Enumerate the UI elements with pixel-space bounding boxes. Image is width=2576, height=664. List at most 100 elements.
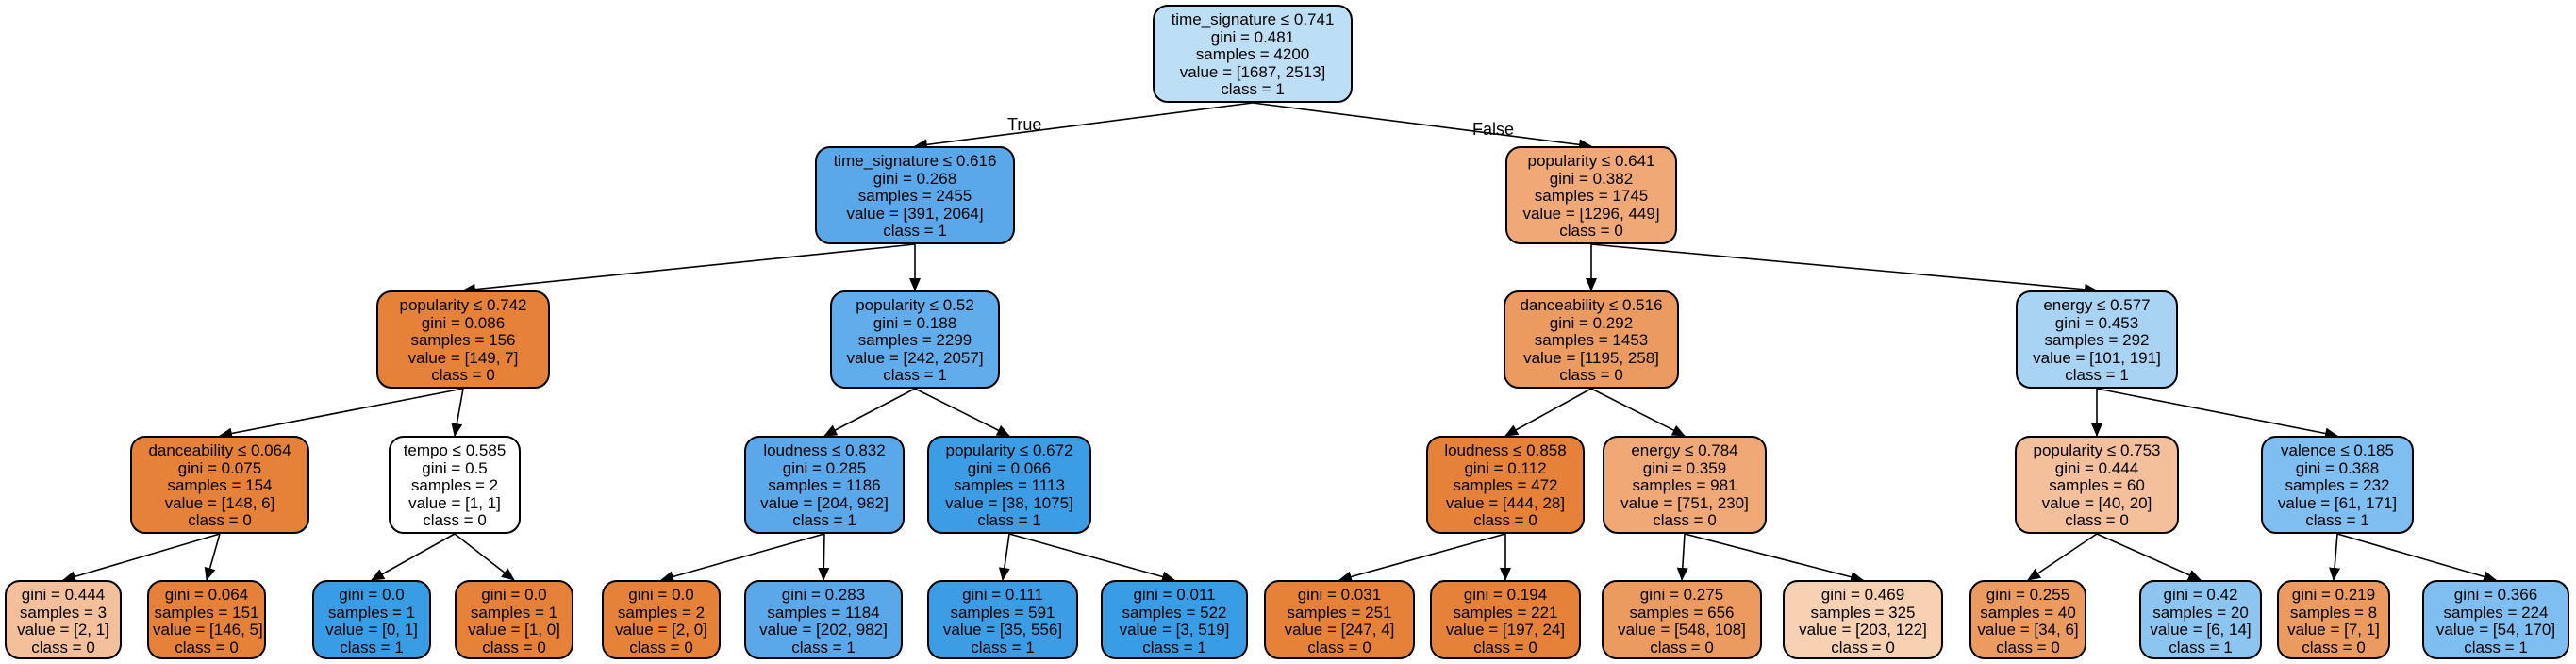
edge-arrow xyxy=(204,533,221,581)
edge-arrow xyxy=(998,533,1010,581)
node-text-line: class = 1 xyxy=(1221,80,1285,99)
edge-label-false: False xyxy=(1472,120,1515,139)
node-text-line: value = [40, 20] xyxy=(2041,493,2152,512)
edge-arrow xyxy=(2027,533,2098,581)
node-text-line: gini = 0.444 xyxy=(21,586,106,604)
node-text-line: class = 1 xyxy=(1142,638,1206,656)
node-text-line: samples = 1186 xyxy=(768,476,881,495)
node-text-line: class = 0 xyxy=(188,511,252,530)
node-text-line: valence ≤ 0.185 xyxy=(2281,441,2394,459)
node-text-line: class = 0 xyxy=(1307,638,1371,656)
node-text-line: energy ≤ 0.577 xyxy=(2043,296,2151,314)
node-text-line: value = [3, 519] xyxy=(1119,621,1230,639)
node-text-line: gini = 0.255 xyxy=(1986,586,2070,604)
node-text-line: samples = 60 xyxy=(2049,476,2145,495)
node-text-line: gini = 0.0 xyxy=(628,586,694,604)
node-text-line: value = [148, 6] xyxy=(164,493,275,512)
node-text-line: samples = 20 xyxy=(2152,603,2249,622)
node-text-line: class = 0 xyxy=(482,638,546,656)
node-text-line: danceability ≤ 0.516 xyxy=(1520,296,1663,314)
node-text-line: gini = 0.283 xyxy=(781,586,866,604)
node-text-line: class = 0 xyxy=(1650,638,1714,656)
node-text-line: popularity ≤ 0.641 xyxy=(1527,152,1655,170)
node-text-line: class = 1 xyxy=(977,511,1041,530)
node-text-line: class = 0 xyxy=(2302,638,2366,656)
node-text-line: time_signature ≤ 0.616 xyxy=(833,152,997,170)
node-text-line: gini = 0.066 xyxy=(967,458,1052,477)
node-text-line: value = [1296, 449] xyxy=(1522,204,1660,223)
node-text-line: class = 0 xyxy=(423,511,487,530)
edge-arrow xyxy=(62,533,221,583)
edge-arrow xyxy=(914,388,1010,437)
node-text-line: class = 0 xyxy=(175,638,239,656)
edge-arrow xyxy=(1590,388,1686,437)
node-text-line: samples = 591 xyxy=(950,603,1055,622)
node-text-line: value = [0, 1] xyxy=(325,621,418,639)
node-text-line: samples = 221 xyxy=(1453,603,1558,622)
node-text-line: class = 1 xyxy=(2305,511,2369,530)
node-text-line: samples = 232 xyxy=(2285,476,2390,495)
node-text-line: value = [1, 0] xyxy=(468,621,560,639)
node-text-line: samples = 151 xyxy=(154,603,259,622)
node-text-line: class = 1 xyxy=(340,638,404,656)
node-text-line: samples = 1184 xyxy=(767,603,880,622)
node-text-line: value = [247, 4] xyxy=(1284,621,1395,639)
node-text-line: value = [548, 108] xyxy=(1618,621,1746,639)
node-text-line: gini = 0.188 xyxy=(873,313,957,332)
edge-arrow xyxy=(2329,533,2341,581)
node-text-line: class = 1 xyxy=(883,222,947,241)
node-text-line: popularity ≤ 0.672 xyxy=(945,441,1073,459)
node-text-line: gini = 0.219 xyxy=(2291,586,2376,604)
node-text-line: value = [1687, 2513] xyxy=(1179,62,1326,81)
node-text-line: gini = 0.011 xyxy=(1133,586,1216,604)
node-text-line: class = 1 xyxy=(971,638,1035,656)
node-text-line: class = 1 xyxy=(2169,638,2233,656)
node-text-line: class = 1 xyxy=(2464,638,2528,656)
node-text-line: value = [203, 122] xyxy=(1799,621,1927,639)
node-text-line: gini = 0.111 xyxy=(962,586,1043,604)
node-text-line: class = 0 xyxy=(2065,511,2129,530)
node-text-line: gini = 0.194 xyxy=(1463,586,1548,604)
node-text-line: energy ≤ 0.784 xyxy=(1631,441,1738,459)
node-text-line: samples = 156 xyxy=(410,331,516,350)
node-text-line: gini = 0.275 xyxy=(1639,586,1724,604)
node-text-line: class = 1 xyxy=(883,366,947,385)
node-text-line: class = 1 xyxy=(792,511,856,530)
node-text-line: samples = 8 xyxy=(2289,603,2378,622)
node-text-line: value = [1195, 258] xyxy=(1523,348,1659,367)
node-text-line: samples = 154 xyxy=(167,476,273,495)
node-text-line: class = 0 xyxy=(1473,511,1537,530)
node-text-line: class = 0 xyxy=(629,638,693,656)
node-text-line: class = 0 xyxy=(1831,638,1895,656)
node-text-line: samples = 292 xyxy=(2044,331,2150,350)
node-text-line: class = 0 xyxy=(31,638,95,656)
node-text-line: class = 0 xyxy=(1473,638,1537,656)
node-text-line: gini = 0.0 xyxy=(481,586,547,604)
node-text-line: value = [202, 982] xyxy=(759,621,888,639)
node-text-line: gini = 0.382 xyxy=(1549,169,1634,188)
node-text-line: value = [197, 24] xyxy=(1445,621,1566,639)
node-text-line: gini = 0.444 xyxy=(2054,458,2139,477)
node-text-line: value = [7, 1] xyxy=(2287,621,2380,639)
node-text-line: samples = 472 xyxy=(1453,476,1558,495)
edge-arrow xyxy=(462,243,916,295)
node-text-line: gini = 0.075 xyxy=(177,458,262,477)
node-text-line: samples = 2455 xyxy=(857,187,972,206)
edge-arrow xyxy=(1676,533,1688,581)
node-text-line: class = 0 xyxy=(1653,511,1717,530)
